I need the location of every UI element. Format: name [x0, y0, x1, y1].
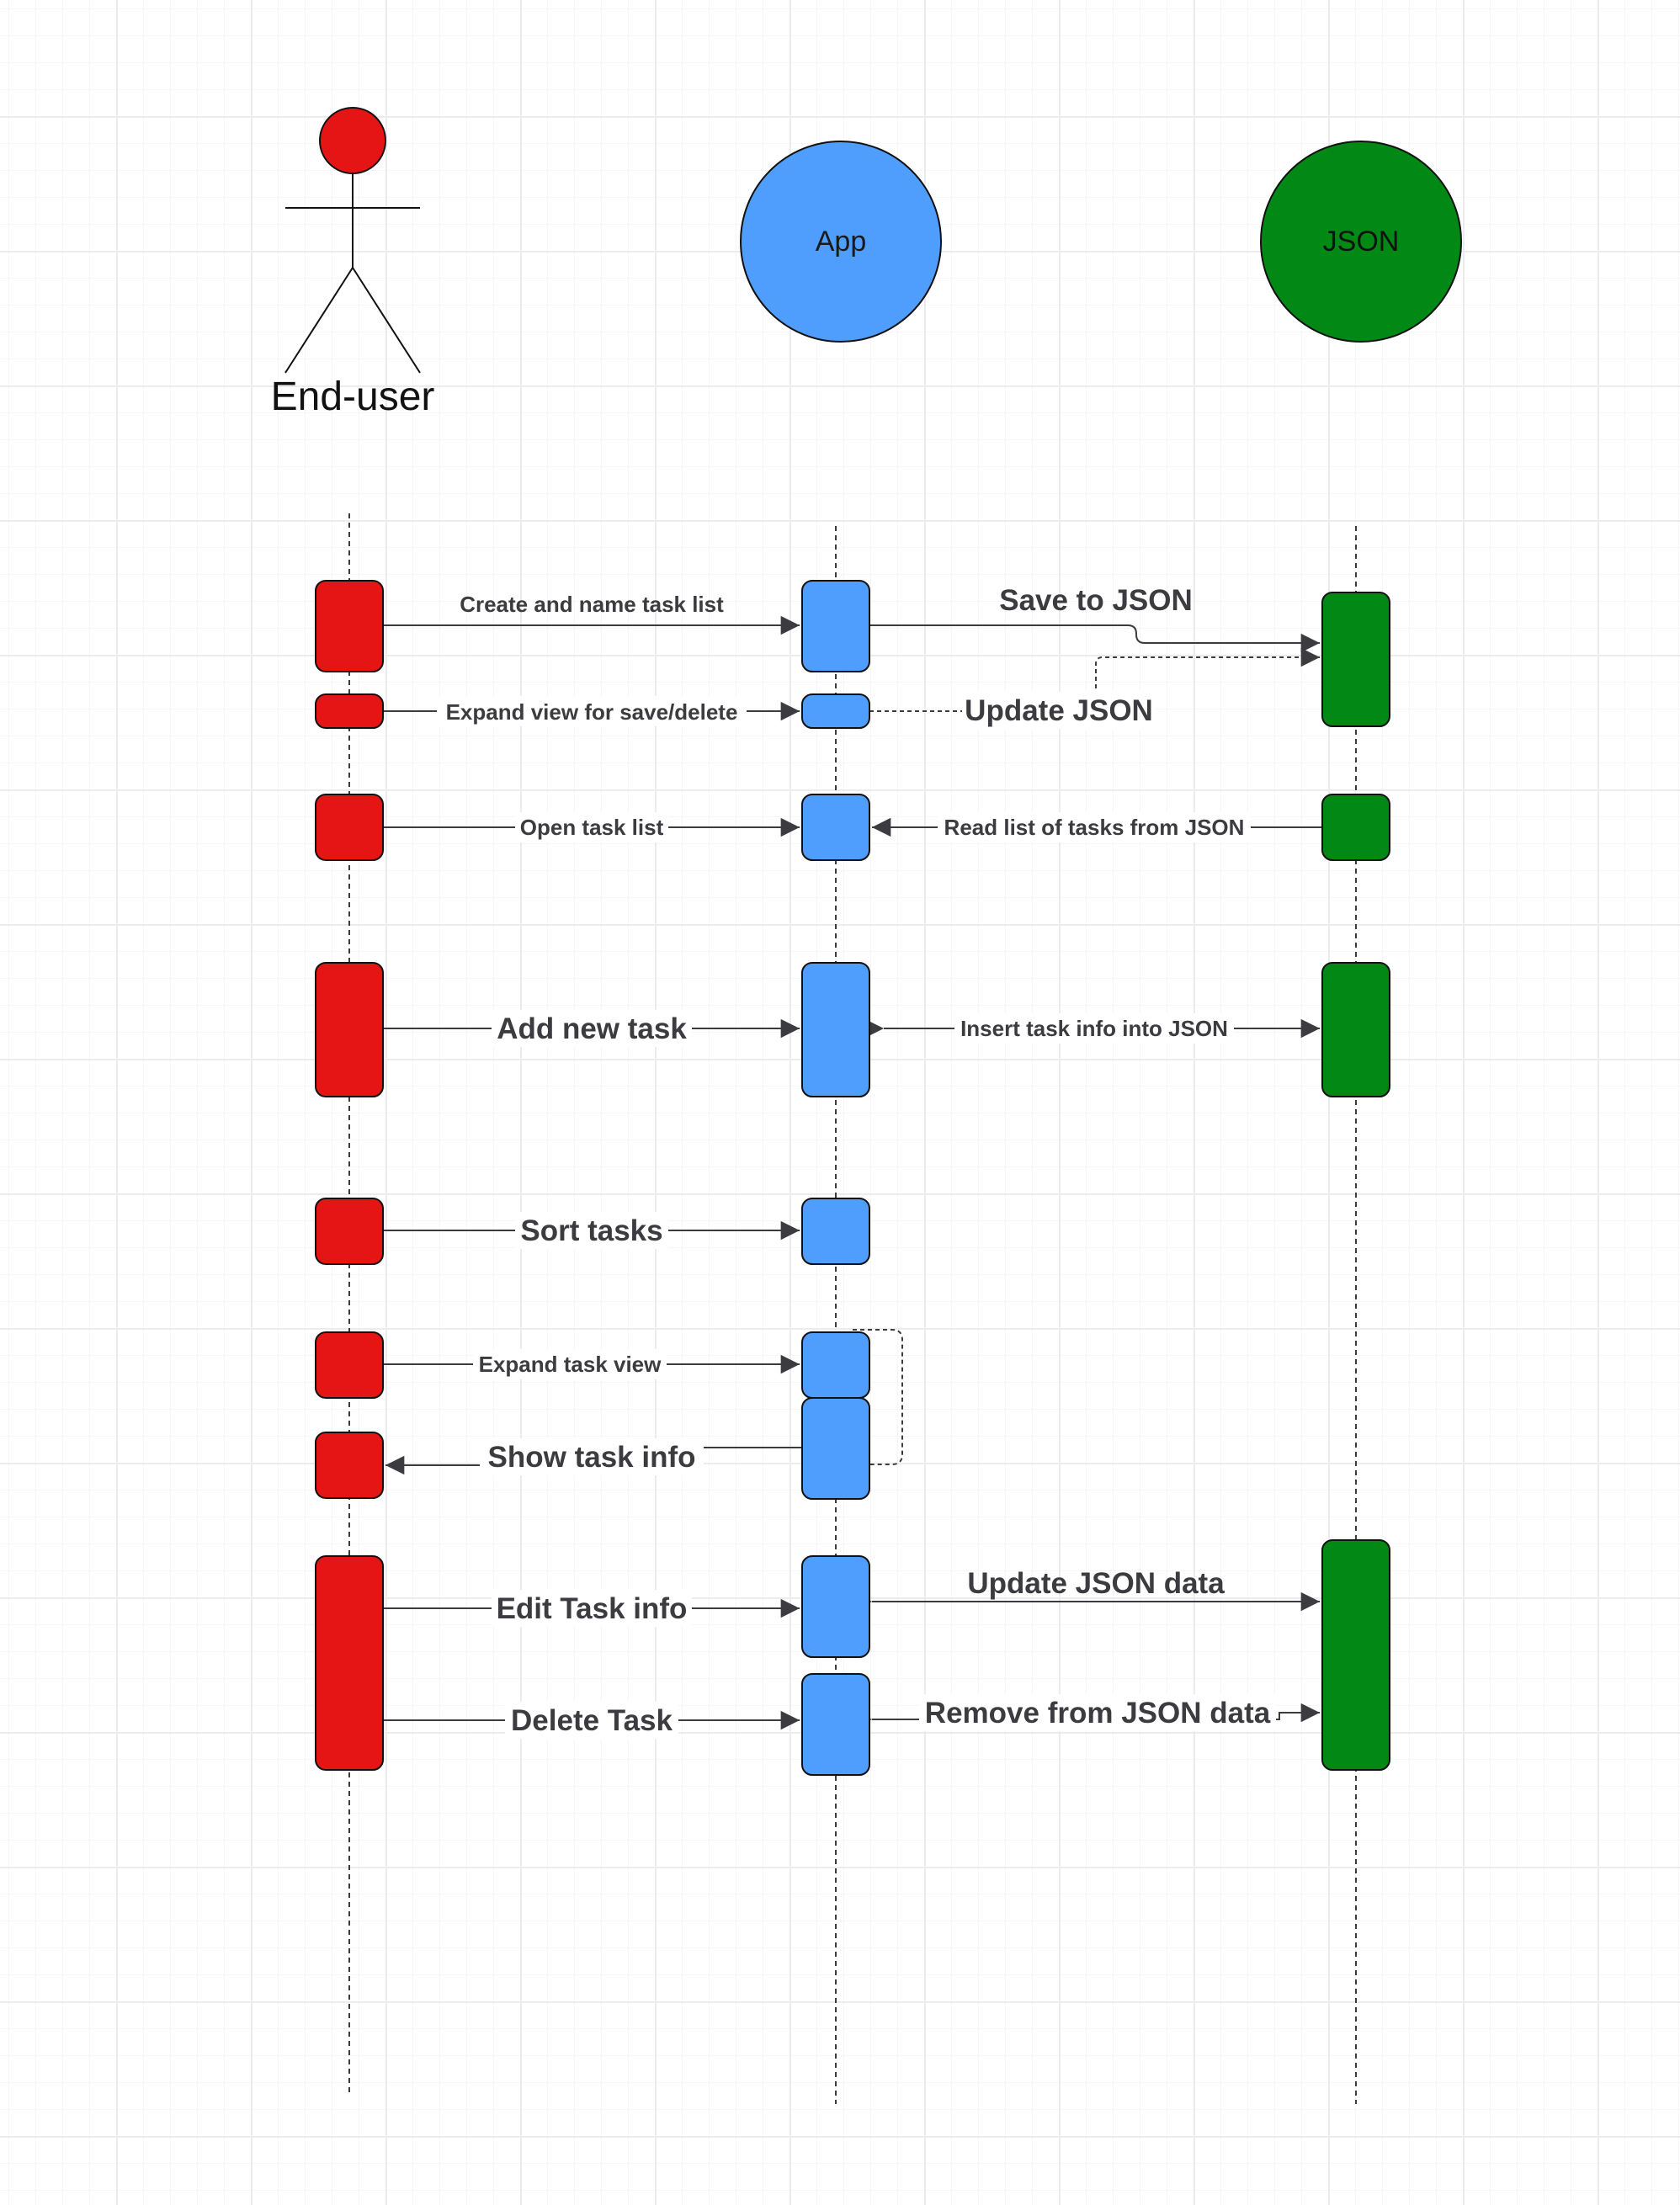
actor-left-leg — [284, 267, 354, 374]
json-participant: JSON — [1260, 141, 1462, 343]
activation-box — [801, 1198, 870, 1265]
remove-json-data-label: Remove from JSON data — [925, 1697, 1271, 1729]
delete-task-label: Delete Task — [511, 1704, 673, 1737]
activation-box — [315, 1555, 384, 1771]
activation-box — [315, 1331, 384, 1399]
save-json-arrow — [869, 624, 1321, 653]
activation-box — [1321, 794, 1390, 861]
activation-box — [1321, 592, 1390, 727]
edit-task-label: Edit Task info — [497, 1592, 688, 1625]
end-user-activations — [315, 580, 384, 1771]
activation-box — [315, 580, 384, 672]
json-node — [1260, 141, 1462, 343]
message-labels: Create and name task list Save to JSON E… — [437, 584, 1276, 1739]
activation-box — [315, 1432, 384, 1499]
insert-task-label: Insert task info into JSON — [960, 1016, 1228, 1041]
json-activations — [1321, 592, 1390, 1771]
label-bg — [492, 1010, 692, 1047]
read-list-label: Read list of tasks from JSON — [944, 815, 1245, 840]
app-node — [740, 141, 942, 343]
json-label: JSON — [1323, 226, 1400, 258]
label-bg — [492, 1590, 692, 1627]
activation-box — [315, 693, 384, 729]
activation-box — [801, 1397, 870, 1500]
label-bg — [954, 1013, 1234, 1044]
label-bg — [505, 1702, 678, 1739]
expand-save-delete-label: Expand view for save/delete — [446, 699, 738, 725]
update-json-data-label: Update JSON data — [967, 1567, 1225, 1600]
app-participant: App — [740, 141, 942, 343]
create-list-label: Create and name task list — [460, 592, 724, 617]
self-call-loop — [853, 1329, 903, 1465]
activation-box — [801, 1555, 870, 1658]
show-task-info-label: Show task info — [488, 1441, 696, 1474]
label-bg — [437, 696, 747, 726]
actor-head — [319, 107, 386, 174]
update-json-label: Update JSON — [965, 694, 1153, 727]
activation-box — [801, 1331, 870, 1399]
label-bg — [515, 812, 668, 842]
label-bg — [473, 1349, 667, 1379]
activation-box — [801, 693, 870, 729]
activation-box — [315, 794, 384, 861]
activation-box — [1321, 962, 1390, 1097]
label-bg — [938, 812, 1251, 842]
label-bg — [480, 1438, 704, 1475]
label-bg — [962, 692, 1156, 729]
activation-box — [801, 580, 870, 672]
activation-box — [315, 962, 384, 1097]
activation-box — [1321, 1539, 1390, 1771]
activation-box — [801, 794, 870, 861]
expand-task-view-label: Expand task view — [479, 1352, 662, 1377]
activation-box — [801, 962, 870, 1097]
open-list-label: Open task list — [520, 815, 664, 840]
label-bg — [515, 1212, 668, 1249]
app-label: App — [816, 226, 867, 258]
activation-box — [315, 1198, 384, 1265]
activation-box — [801, 1673, 870, 1776]
end-user-actor: End-user — [271, 107, 435, 419]
add-task-label: Add new task — [497, 1012, 687, 1045]
app-activations — [801, 580, 870, 1776]
end-user-label: End-user — [271, 375, 435, 419]
update-json-return — [1095, 647, 1321, 688]
label-bg — [919, 1694, 1276, 1731]
actor-right-leg — [352, 267, 421, 374]
sort-tasks-label: Sort tasks — [520, 1214, 662, 1247]
save-json-label: Save to JSON — [999, 584, 1193, 617]
